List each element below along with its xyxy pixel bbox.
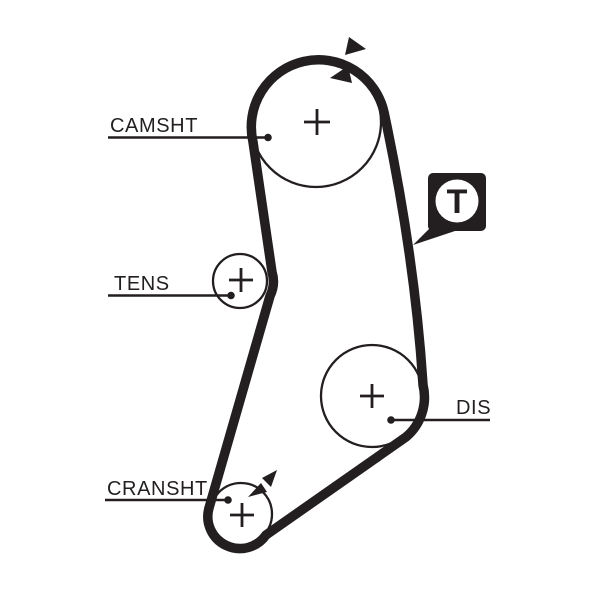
timing-belt (203, 55, 430, 554)
camshaft-callout: CAMSHT (108, 115, 272, 142)
camshaft-timing-mark-outer-arrow-icon (345, 37, 366, 55)
tensioner-leader-dot (227, 291, 235, 300)
tension-badge-circle (435, 179, 479, 223)
camshaft-leader-dot (264, 133, 272, 142)
camshaft-label: CAMSHT (110, 115, 198, 137)
tensioner-center-crosshair-icon (229, 268, 253, 292)
tension-check-badge: T (413, 173, 486, 245)
camshaft-center-crosshair-icon (304, 109, 330, 135)
tensioner-label: TENS (114, 273, 170, 295)
crankshaft-leader-dot (224, 496, 232, 504)
distributor-leader-dot (387, 416, 395, 424)
crankshaft-label: CRANSHT (107, 478, 208, 500)
tension-badge-letter-icon: T (447, 183, 468, 221)
distributor-label: DIS (456, 397, 491, 419)
tensioner-callout: TENS (108, 273, 235, 300)
crankshaft-callout: CRANSHT (105, 478, 232, 504)
distributor-callout: DIS (387, 397, 491, 424)
distributor-center-crosshair-icon (360, 384, 384, 408)
crankshaft-timing-mark-outer-arrow-icon (262, 470, 277, 487)
crankshaft-center-crosshair-icon (230, 503, 254, 527)
crankshaft-timing-mark-inner-arrow-icon (248, 483, 267, 497)
camshaft-timing-mark-inner-arrow-icon (330, 66, 352, 83)
